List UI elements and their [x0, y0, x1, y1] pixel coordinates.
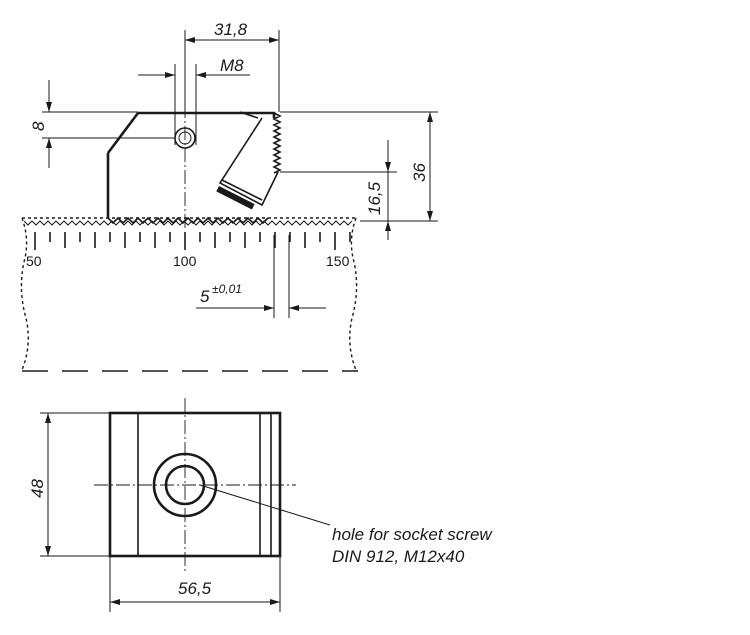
rail-right-break [349, 217, 358, 371]
scale-label-150: 150 [326, 253, 350, 269]
dimension-depth: 48 [28, 412, 110, 557]
svg-text:M8: M8 [220, 56, 244, 75]
scale-ticks [34, 232, 351, 250]
dimension-thread: M8 [138, 56, 250, 145]
rail-serration [23, 220, 353, 226]
svg-text:16,5: 16,5 [365, 181, 384, 215]
top-view-body [108, 411, 282, 558]
dimension-pitch: 5 ±0,01 [196, 235, 326, 318]
note-line-1: hole for socket screw [332, 525, 493, 544]
scale-label-100: 100 [173, 253, 197, 269]
note-leader-line [199, 484, 331, 526]
dimension-top-height: 8 [29, 80, 175, 168]
side-view: 50 100 150 31,8 M8 [20, 20, 438, 372]
scale-label-50: 50 [26, 253, 42, 269]
svg-text:36: 36 [410, 163, 429, 182]
clamp-right-serration [272, 112, 282, 174]
dimension-width: 56,5 [109, 556, 281, 612]
svg-text:8: 8 [29, 121, 48, 131]
rail-left-break [20, 217, 29, 371]
top-view: 48 56,5 hole for socket screw DIN 912, M… [28, 398, 493, 612]
svg-text:±0,01: ±0,01 [212, 282, 242, 296]
dimension-tooth-height: 16,5 [280, 140, 397, 240]
note-line-2: DIN 912, M12x40 [332, 547, 465, 566]
dimension-total-height: 36 [280, 111, 438, 222]
svg-text:56,5: 56,5 [178, 579, 212, 598]
angled-insert [216, 111, 279, 210]
svg-text:48: 48 [28, 479, 47, 498]
svg-text:5: 5 [200, 287, 210, 306]
dimension-offset-width: 31,8 [184, 20, 280, 112]
clamp-bottom-serration [107, 216, 269, 225]
svg-text:31,8: 31,8 [214, 20, 248, 39]
